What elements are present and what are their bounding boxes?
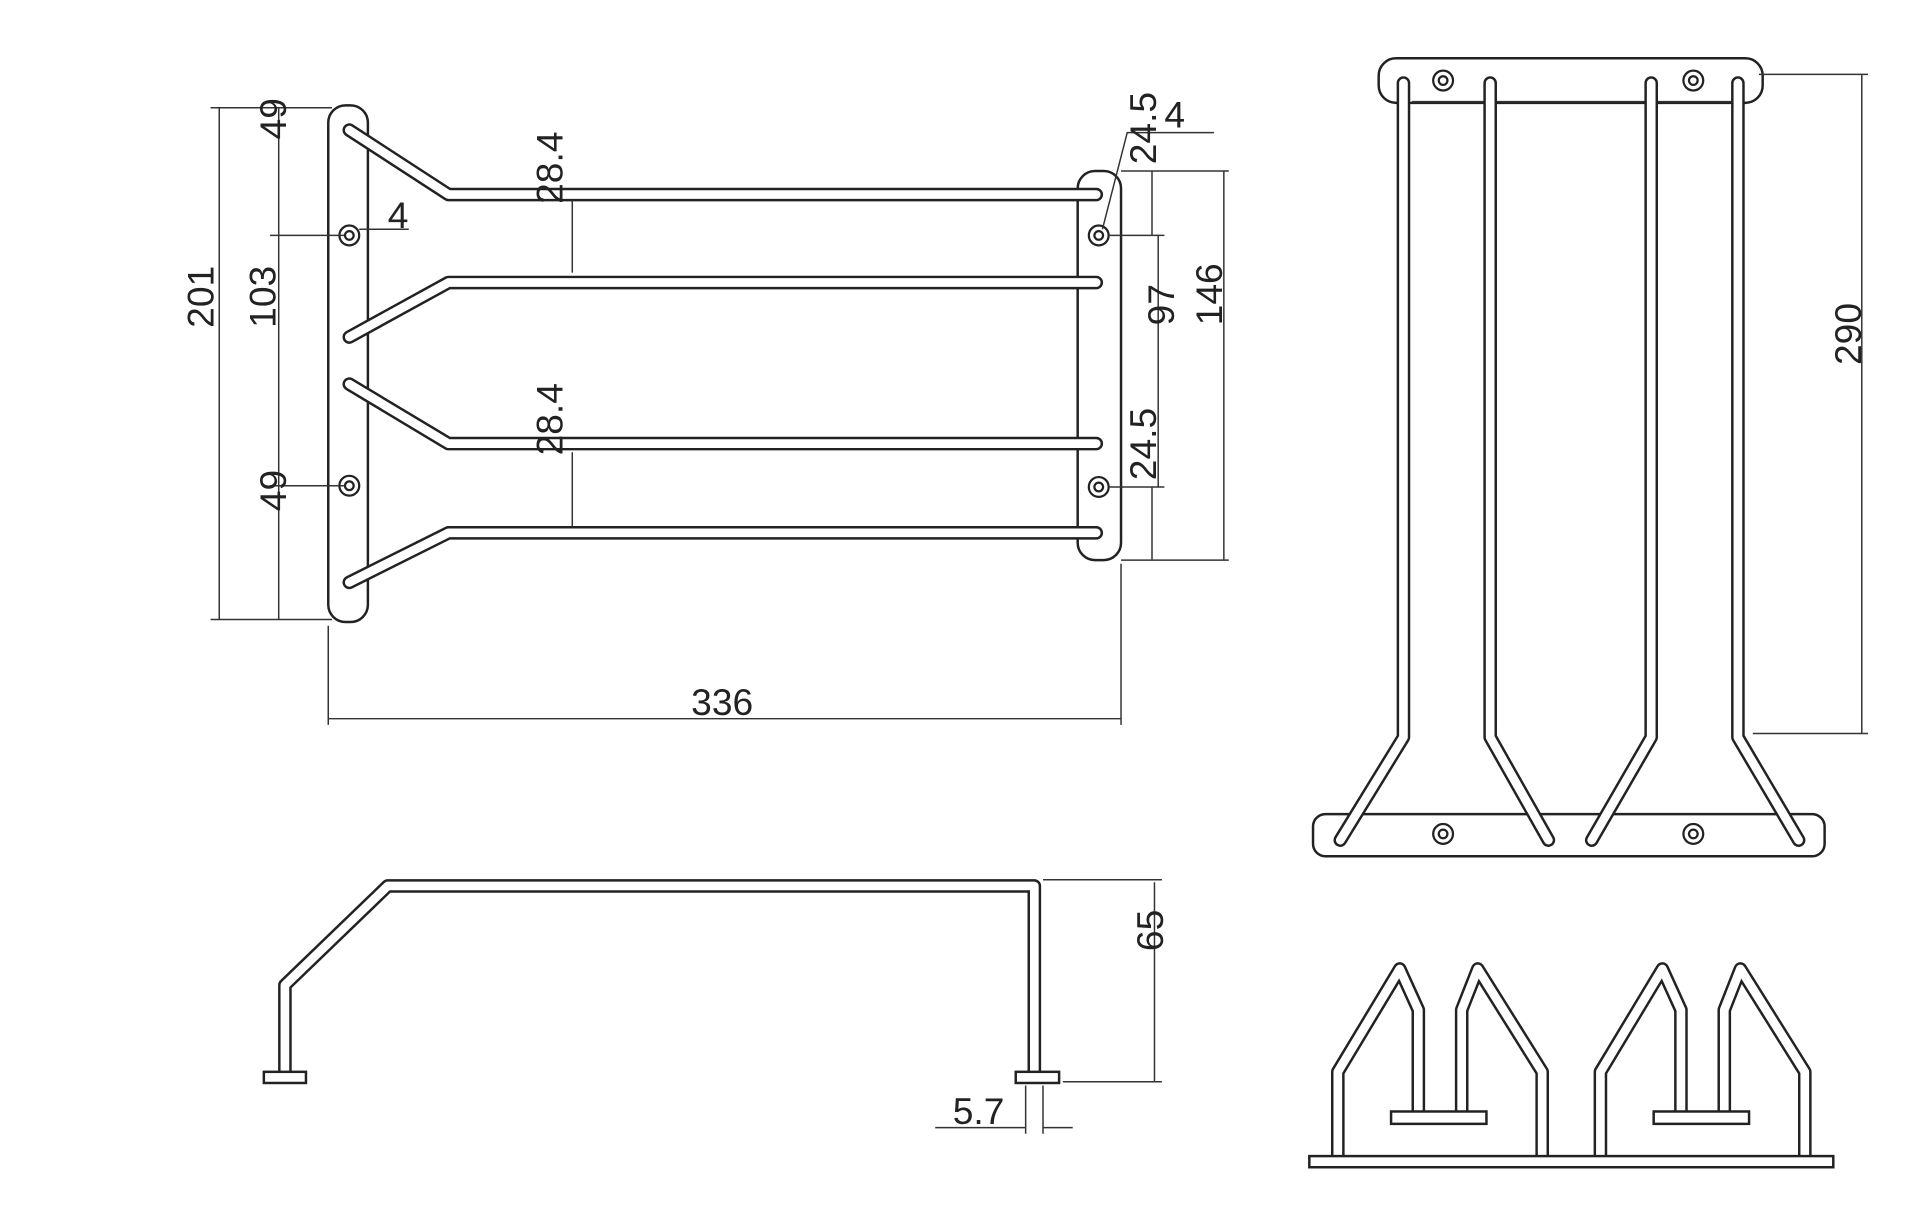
dim-length: 336 <box>691 681 753 723</box>
screw-holes <box>338 224 1110 498</box>
dim-gap-bottom: 28.4 <box>529 383 571 455</box>
foot-right <box>1014 1070 1061 1085</box>
uprights <box>1333 76 1806 847</box>
dim-right-bottom: 24.5 <box>1122 408 1164 480</box>
dim-hole-spacing: 103 <box>242 266 284 328</box>
wire-rails <box>342 123 1104 590</box>
dim-hole-right: 4 <box>1164 94 1185 136</box>
right-mounting-plate <box>1076 169 1123 562</box>
dim-total-height: 201 <box>180 266 222 328</box>
dimension-lines <box>210 107 1229 725</box>
dim-right-holes: 97 <box>1140 284 1182 325</box>
dim-foot: 5.7 <box>953 1090 1005 1132</box>
dim-top-offset: 49 <box>252 98 294 139</box>
screw-holes <box>1432 69 1705 845</box>
dim-front-height: 290 <box>1827 303 1869 365</box>
dim-gap-top: 28.4 <box>529 132 571 204</box>
dim-side-height: 65 <box>1129 910 1171 951</box>
bottom-plate <box>1311 812 1826 858</box>
left-mounting-plate <box>327 104 370 624</box>
side-view: 65 5.7 <box>262 879 1171 1134</box>
top-plate <box>1377 56 1764 105</box>
dim-right-total: 146 <box>1188 263 1230 325</box>
top-view: 201 49 103 49 4 28.4 28.4 4 24.5 97 24.5… <box>180 92 1230 725</box>
dim-bottom-offset: 49 <box>252 470 294 511</box>
front-view: 290 <box>1311 56 1869 858</box>
dim-right-top: 24.5 <box>1122 92 1164 164</box>
foot-left <box>262 1070 308 1085</box>
end-view <box>1308 962 1835 1169</box>
dim-hole-left: 4 <box>388 194 409 236</box>
base-plate <box>1308 1154 1835 1169</box>
